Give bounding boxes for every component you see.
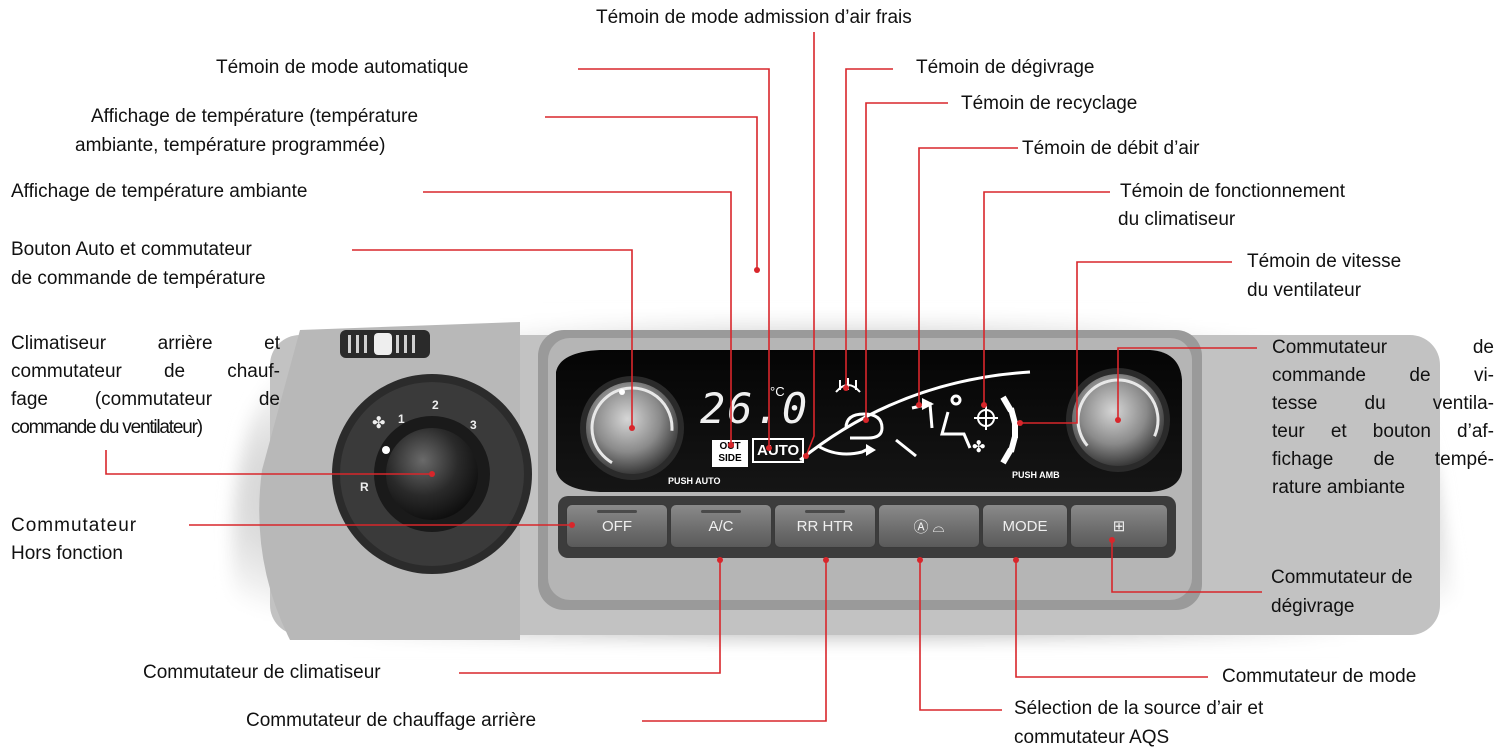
dot-rear-heat <box>823 557 829 563</box>
mode-button[interactable]: MODE <box>982 504 1068 548</box>
label-temp-display-2: ambiante, température programmée) <box>75 135 386 156</box>
leader-ac-sw <box>459 560 721 674</box>
label-mode-sw: Commutateur de mode <box>1222 666 1417 687</box>
label-off: Commutateur Hors fonction <box>11 512 189 568</box>
label-auto-mode: Témoin de mode automatique <box>216 57 469 78</box>
temperature-readout: 26.0 <box>700 384 810 433</box>
label-defrost-sw-1: Commutateur de <box>1271 567 1413 588</box>
leader-source <box>919 560 1002 711</box>
dot-mode <box>1013 557 1019 563</box>
label-rear-ac-2: commutateur de chauf- <box>11 361 280 382</box>
defrost-button[interactable]: ⊞ <box>1070 504 1168 548</box>
label-rear-ac: Climatiseur arrière et commutateur de ch… <box>11 330 280 442</box>
label-source-2: commutateur AQS <box>1014 727 1170 748</box>
leader-fanspeed-sw <box>1117 347 1257 420</box>
dot-defrost-sw <box>1109 537 1115 543</box>
rear-heater-button-label: RR HTR <box>796 517 854 535</box>
leader-auto-knob <box>352 249 633 428</box>
leader-mode <box>1015 560 1208 678</box>
label-ambient-display: Affichage de température ambiante <box>11 181 308 202</box>
dial-mark-3: 3 <box>470 418 477 432</box>
rear-heater-button[interactable]: RR HTR <box>774 504 876 548</box>
leader-recycle <box>865 102 948 420</box>
label-auto-btn-2: de commande de température <box>11 268 266 289</box>
outside-line-2: SIDE <box>718 453 742 464</box>
label-recyclage: Témoin de recyclage <box>961 93 1138 114</box>
leader-ambient <box>423 191 732 445</box>
dot-temp-display <box>754 267 760 273</box>
leader-rear-heat <box>642 560 827 722</box>
label-vitesse-2: du ventilateur <box>1247 280 1362 301</box>
ac-button[interactable]: A/C <box>670 504 772 548</box>
label-fonct-2: du climatiseur <box>1118 209 1236 230</box>
label-fanspeed-sw: Commutateur de commande de vi- tesse du … <box>1272 334 1494 502</box>
push-auto-label: PUSH AUTO <box>668 476 721 486</box>
dot-ac-sw <box>717 557 723 563</box>
ac-button-label: A/C <box>708 517 734 535</box>
label-rear-heat: Commutateur de chauffage arrière <box>246 710 537 731</box>
dot-off <box>569 522 575 528</box>
label-fonct-1: Témoin de fonctionnement <box>1120 181 1345 202</box>
label-rear-ac-3: fage (commutateur de <box>11 389 280 410</box>
label-ac-sw: Commutateur de climatiseur <box>143 662 381 683</box>
label-source-1: Sélection de la source d’air et <box>1014 698 1264 719</box>
dial-mark-2: 2 <box>432 398 439 412</box>
label-rear-ac-4: commande du ventilateur) <box>11 417 203 438</box>
off-button[interactable]: OFF <box>566 504 668 548</box>
svg-text:✤: ✤ <box>372 413 385 432</box>
label-off-1: Commutateur <box>11 515 138 536</box>
dot-defrost-ind <box>843 385 849 391</box>
label-defrost-indicator: Témoin de dégivrage <box>916 57 1095 78</box>
off-button-label: OFF <box>602 517 632 535</box>
label-fanspeed-sw-1: Commutateur de <box>1272 337 1494 358</box>
label-debit: Témoin de débit d’air <box>1022 138 1200 159</box>
defrost-button-label: ⊞ <box>1112 518 1126 535</box>
dot-fanspeed-sw <box>1115 417 1121 423</box>
leader-temp-display <box>545 116 758 270</box>
dot-rear-ac <box>429 471 435 477</box>
leader-ac-op <box>983 191 1110 405</box>
label-rear-ac-1: Climatiseur arrière et <box>11 333 280 354</box>
label-fanspeed-sw-4: teur et bouton d’af- <box>1272 421 1494 442</box>
label-vitesse-1: Témoin de vitesse <box>1247 251 1402 272</box>
label-auto-btn-1: Bouton Auto et commutateur <box>11 239 252 260</box>
label-admission: Témoin de mode admission d’air frais <box>596 7 912 28</box>
label-fanspeed-sw-6: rature ambiante <box>1272 477 1406 498</box>
label-fanspeed-sw-3: tesse du ventila- <box>1272 393 1494 414</box>
dot-source <box>917 557 923 563</box>
dial-mark-r: R <box>360 480 369 494</box>
label-defrost-sw-2: dégivrage <box>1271 596 1355 617</box>
dot-airflow <box>916 402 922 408</box>
dot-auto-knob <box>629 425 635 431</box>
leader-fanspeed-ind <box>1020 261 1232 424</box>
svg-text:✤: ✤ <box>972 437 985 456</box>
push-amb-label: PUSH AMB <box>1012 470 1060 480</box>
air-source-aqs-button-label: Ⓐ ⌓ <box>913 518 945 536</box>
dot-ambient <box>728 442 734 448</box>
leader-rear-ac <box>105 450 432 475</box>
dial-mark-1: 1 <box>398 412 405 426</box>
dot-recycle <box>863 417 869 423</box>
leader-airflow <box>918 147 1018 405</box>
mode-button-label: MODE <box>1002 517 1048 535</box>
dot-admission <box>803 453 809 459</box>
label-fanspeed-sw-5: fichage de tempé- <box>1272 449 1494 470</box>
leader-defrost-sw <box>1111 540 1262 593</box>
label-temp-display-1: Affichage de température (température <box>91 106 419 127</box>
label-off-2: Hors fonction <box>11 543 123 564</box>
air-source-aqs-button[interactable]: Ⓐ ⌓ <box>878 504 980 548</box>
label-fanspeed-sw-2: commande de vi- <box>1272 365 1494 386</box>
dot-fanspeed-ind <box>1017 420 1023 426</box>
dot-ac-op <box>981 402 987 408</box>
leader-defrost-indicator <box>845 68 893 388</box>
leader-auto-mode <box>578 68 770 448</box>
leader-admission <box>805 32 815 457</box>
dot-auto-mode <box>766 445 772 451</box>
temperature-unit: °C <box>770 384 785 399</box>
